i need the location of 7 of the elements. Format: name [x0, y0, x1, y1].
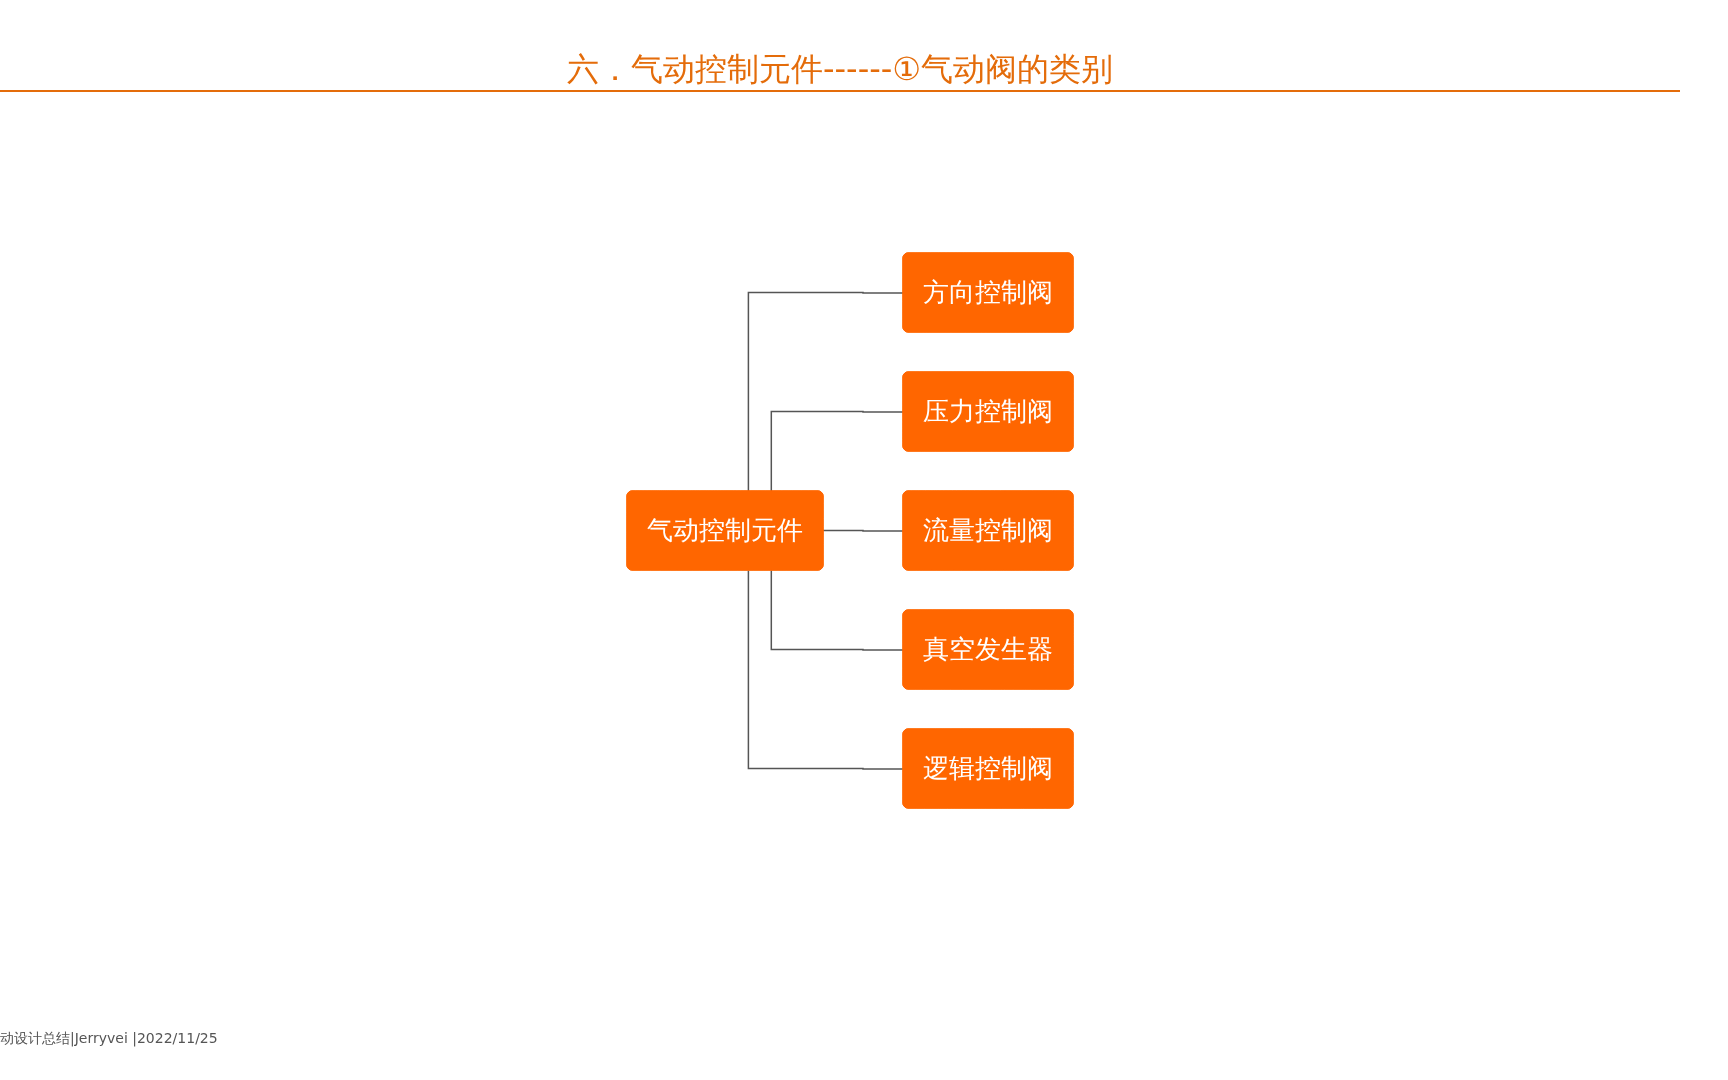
connector [770, 410, 905, 492]
connector [747, 569, 905, 770]
slide-title: 六．气动控制元件------①气动阀的类别 [566, 49, 1114, 90]
connector [770, 569, 905, 651]
connector [822, 529, 905, 532]
connector [747, 291, 905, 492]
footer-note: 动设计总结|Jerryvei |2022/11/25 [0, 1030, 218, 1048]
